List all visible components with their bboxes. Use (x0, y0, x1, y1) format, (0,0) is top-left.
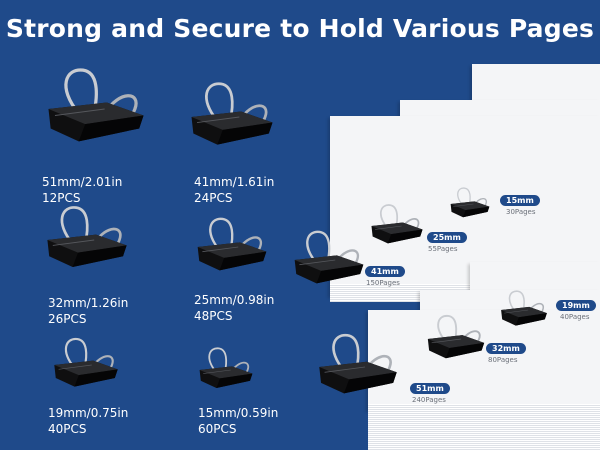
stack-clip-41mm (290, 228, 368, 292)
binder-clip-icon (498, 288, 550, 332)
clip-size: 32mm/1.26in (48, 296, 129, 310)
clip-32mm-label: 32mm/1.26in 26PCS (48, 295, 128, 327)
binder-clip-icon (196, 342, 256, 398)
stack-clip-19mm (498, 288, 550, 332)
binder-clip-icon (50, 332, 122, 398)
badge-15mm: 15mm (500, 195, 540, 206)
binder-clip-icon (448, 186, 492, 222)
badge-41mm: 41mm (365, 266, 405, 277)
clip-25mm (193, 210, 271, 284)
clip-size: 15mm/0.59in (198, 406, 279, 420)
pages-15mm: 30Pages (506, 208, 536, 216)
clip-size: 19mm/0.75in (48, 406, 129, 420)
clip-qty: 60PCS (198, 422, 237, 436)
binder-clip-icon (290, 228, 368, 292)
clip-qty: 48PCS (194, 309, 233, 323)
stack-clip-15mm (448, 186, 492, 222)
binder-clip-icon (424, 312, 488, 366)
binder-clip-icon (314, 330, 402, 404)
paper-sheet (368, 310, 600, 410)
badge-25mm: 25mm (427, 232, 467, 243)
clip-size: 41mm/1.61in (194, 175, 275, 189)
binder-clip-icon (186, 72, 278, 162)
clip-qty: 24PCS (194, 191, 233, 205)
clip-51mm (42, 60, 150, 158)
binder-clip-icon (368, 202, 426, 250)
clip-41mm (186, 72, 278, 162)
clip-qty: 26PCS (48, 312, 87, 326)
pages-25mm: 55Pages (428, 245, 458, 253)
clip-15mm-label: 15mm/0.59in 60PCS (198, 405, 278, 437)
clip-15mm (196, 342, 256, 398)
page-title: Strong and Secure to Hold Various Pages (5, 14, 595, 43)
clip-25mm-label: 25mm/0.98in 48PCS (194, 292, 274, 324)
binder-clip-icon (42, 198, 132, 282)
stack-clip-51mm (314, 330, 402, 404)
badge-19mm: 19mm (556, 300, 596, 311)
pages-51mm: 240Pages (412, 396, 446, 404)
clip-19mm (50, 332, 122, 398)
pages-19mm: 40Pages (560, 313, 590, 321)
clip-51mm-label: 51mm/2.01in 12PCS (42, 174, 122, 206)
badge-51mm: 51mm (410, 383, 450, 394)
clip-qty: 12PCS (42, 191, 81, 205)
pages-32mm: 80Pages (488, 356, 518, 364)
badge-32mm: 32mm (486, 343, 526, 354)
binder-clip-icon (193, 210, 271, 284)
clip-size: 25mm/0.98in (194, 293, 275, 307)
clip-32mm (42, 198, 132, 282)
binder-clip-icon (42, 60, 150, 158)
clip-qty: 40PCS (48, 422, 87, 436)
clip-19mm-label: 19mm/0.75in 40PCS (48, 405, 128, 437)
stack-clip-32mm (424, 312, 488, 366)
pages-41mm: 150Pages (366, 279, 400, 287)
clip-size: 51mm/2.01in (42, 175, 123, 189)
stack-clip-25mm (368, 202, 426, 250)
clip-41mm-label: 41mm/1.61in 24PCS (194, 174, 274, 206)
paper-edge (368, 404, 600, 450)
